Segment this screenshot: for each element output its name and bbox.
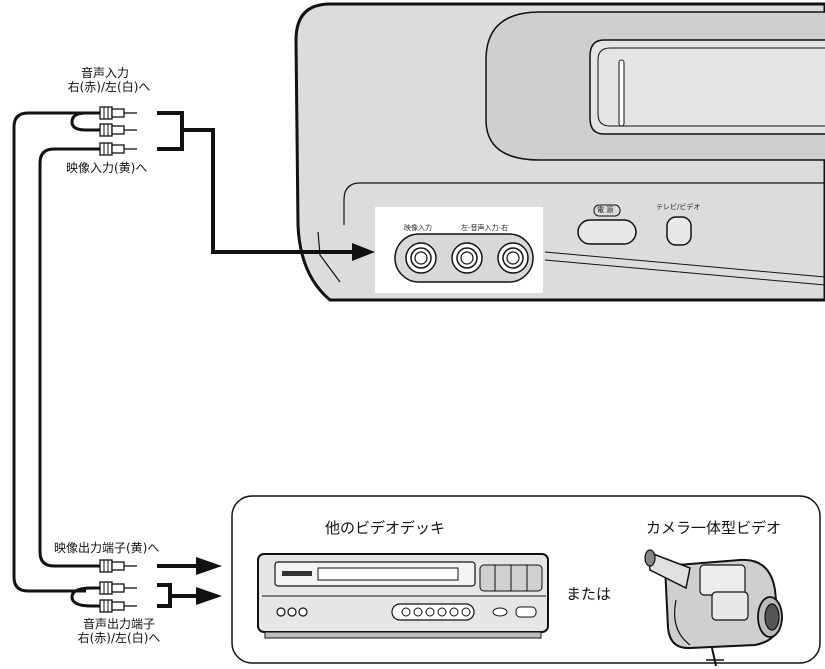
tv-video-button-label: テレビ/ビデオ xyxy=(656,203,701,211)
long-cable-run xyxy=(12,111,100,608)
vcr-front-panel xyxy=(294,2,825,302)
rca-plug-audio-out-r xyxy=(99,581,137,595)
camcorder-image xyxy=(644,549,783,667)
rca-plug-audio-l xyxy=(99,123,137,137)
arrow-to-vcr-icon xyxy=(352,243,375,261)
power-button xyxy=(577,219,637,245)
arrow-audio-out-icon xyxy=(196,587,222,605)
video-in-jack-label: 映像入力 xyxy=(404,224,432,232)
other-vcr-deck-image xyxy=(257,553,549,639)
audio-out-label: 音声出力端子 xyxy=(82,617,155,631)
audio-in-channel-label: 右(赤)/左(白)へ xyxy=(67,80,151,94)
video-in-label: 映像入力(黄)へ xyxy=(66,161,148,175)
rca-plug-audio-out-l xyxy=(99,599,137,613)
or-label: または xyxy=(566,585,612,603)
rca-plug-video xyxy=(99,142,137,156)
rca-plug-audio-r xyxy=(99,106,137,120)
power-button-label: 電 源 xyxy=(597,206,614,214)
audio-in-label: 音声入力 xyxy=(80,66,129,80)
other-deck-label: 他のビデオデッキ xyxy=(325,519,446,537)
video-in-jack xyxy=(405,242,437,274)
audio-in-jack-right xyxy=(497,242,529,274)
tv-video-button xyxy=(666,216,692,246)
video-out-label: 映像出力端子(黄)へ xyxy=(54,541,160,555)
rca-plug-video-out xyxy=(99,559,137,573)
audio-in-jacks-label: 左-音声入力-右 xyxy=(461,224,509,232)
audio-out-channel-label: 右(赤)/左(白)へ xyxy=(77,631,161,645)
camcorder-label: カメラ一体型ビデオ xyxy=(646,519,782,537)
arrow-video-out-icon xyxy=(196,557,222,575)
audio-in-jack-left xyxy=(451,242,483,274)
output-cable-set xyxy=(99,557,222,613)
